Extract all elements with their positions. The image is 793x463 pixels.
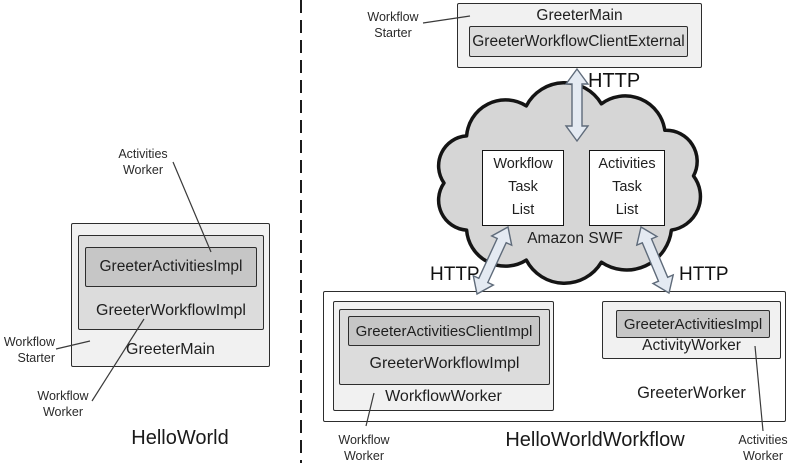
task-line: List bbox=[511, 202, 535, 218]
label-workflow-worker-right: Workflow Worker bbox=[334, 432, 394, 463]
helloworld-greeterworkflowimpl-box: GreeterWorkflowImpl GreeterActivitiesImp… bbox=[78, 235, 264, 330]
helloworld-greetermain-title: GreeterMain bbox=[126, 341, 215, 358]
helloworld-caption: HelloWorld bbox=[131, 427, 229, 449]
task-line: Workflow bbox=[493, 156, 553, 172]
greeterworkflowclientexternal-box: GreeterWorkflowClientExternal bbox=[469, 26, 688, 57]
greeteractivitiesclientimpl-title: GreeterActivitiesClientImpl bbox=[355, 322, 533, 340]
label-line: Activities bbox=[118, 147, 168, 161]
label-line: Worker bbox=[122, 163, 164, 177]
dashed-divider-line bbox=[300, 0, 302, 463]
greeterworker-label: GreeterWorker bbox=[637, 384, 746, 402]
label-workflow-worker-left: Workflow Worker bbox=[33, 388, 93, 420]
label-activities-worker-left: Activities Worker bbox=[113, 146, 173, 178]
helloworld-greeterworkflowimpl-title: GreeterWorkflowImpl bbox=[96, 302, 246, 319]
workflowworker-box: WorkflowWorker GreeterWorkflowImpl Greet… bbox=[333, 301, 554, 411]
activityworker-box: ActivityWorker GreeterActivitiesImpl bbox=[602, 301, 781, 359]
greeterworkflowclientexternal-title: GreeterWorkflowClientExternal bbox=[472, 32, 685, 50]
label-activities-worker-right: Activities Worker bbox=[733, 432, 793, 463]
label-line: Workflow bbox=[367, 10, 419, 24]
http-label-left: HTTP bbox=[430, 264, 480, 285]
label-workflow-starter-left: Workflow Starter bbox=[0, 334, 55, 366]
label-line: Workflow bbox=[3, 335, 55, 349]
task-line: List bbox=[615, 202, 639, 218]
http-arrow-top bbox=[564, 67, 590, 143]
label-line: Worker bbox=[742, 449, 784, 463]
helloworld-greeteractivitiesimpl-box: GreeterActivitiesImpl bbox=[85, 247, 257, 287]
worker-greeteractivitiesimpl-box: GreeterActivitiesImpl bbox=[616, 310, 770, 338]
helloworldworkflow-caption: HelloWorldWorkflow bbox=[505, 429, 685, 451]
greeteractivitiesclientimpl-box: GreeterActivitiesClientImpl bbox=[348, 316, 540, 346]
label-line: Worker bbox=[343, 449, 385, 463]
workflowworker-title: WorkflowWorker bbox=[385, 388, 502, 405]
activityworker-title: ActivityWorker bbox=[642, 337, 741, 354]
label-line: Starter bbox=[17, 351, 55, 365]
workflow-greeterworkflowimpl-box: GreeterWorkflowImpl GreeterActivitiesCli… bbox=[339, 309, 550, 385]
label-line: Worker bbox=[42, 405, 84, 419]
label-line: Workflow bbox=[37, 389, 89, 403]
task-line: Activities bbox=[598, 156, 656, 172]
workflow-greeterworkflowimpl-title: GreeterWorkflowImpl bbox=[369, 355, 520, 372]
task-line: Task bbox=[612, 179, 642, 195]
helloworld-greetermain-box: GreeterMain GreeterWorkflowImpl GreeterA… bbox=[71, 223, 270, 367]
http-arrow-right bbox=[635, 225, 675, 295]
worker-greeteractivitiesimpl-title: GreeterActivitiesImpl bbox=[623, 315, 763, 333]
http-label-top: HTTP bbox=[588, 70, 641, 92]
workflow-task-list-box: Workflow Task List bbox=[482, 150, 564, 226]
label-line: Activities bbox=[738, 433, 788, 447]
helloworldworkflow-app-box: WorkflowWorker GreeterWorkflowImpl Greet… bbox=[323, 291, 786, 422]
task-line: Task bbox=[508, 179, 538, 195]
amazon-swf-label: Amazon SWF bbox=[527, 230, 623, 247]
workflow-starter-greetermain-box: GreeterMain GreeterWorkflowClientExterna… bbox=[457, 3, 702, 68]
label-line: Workflow bbox=[338, 433, 390, 447]
activities-task-list-box: Activities Task List bbox=[589, 150, 665, 226]
label-line: Starter bbox=[374, 26, 412, 40]
helloworld-greeteractivitiesimpl-title: GreeterActivitiesImpl bbox=[99, 258, 243, 275]
label-workflow-starter-right: Workflow Starter bbox=[363, 9, 423, 41]
workflow-starter-greetermain-title: GreeterMain bbox=[536, 7, 623, 24]
http-label-right: HTTP bbox=[679, 264, 729, 285]
